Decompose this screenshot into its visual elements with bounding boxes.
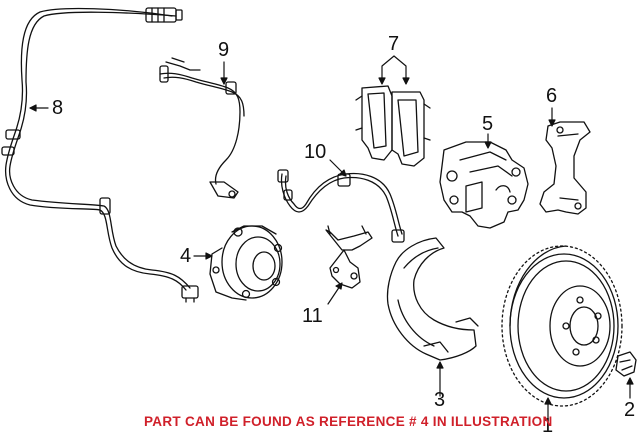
reference-note: PART CAN BE FOUND AS REFERENCE # 4 IN IL… [144,414,553,429]
wheel-hub [209,225,283,301]
callout-11: 11 [302,305,323,327]
sensor-wire-short [159,57,245,199]
hose-bracket [325,225,373,289]
callout-6: 6 [546,85,558,107]
brake-pads [355,85,431,167]
wheel-bolt [615,351,637,377]
callout-3: 3 [434,389,446,411]
callout-10: 10 [304,141,327,163]
callout-8: 8 [52,97,64,119]
callout-2: 2 [624,399,636,421]
speed-sensor-wire [1,7,199,303]
brake-hose [277,169,405,243]
callout-7: 7 [388,33,400,55]
dust-shield [386,237,479,361]
callout-5: 5 [482,113,494,135]
brake-rotor [501,245,623,407]
callout-4: 4 [180,245,192,267]
brake-caliper [439,141,529,229]
callout-9: 9 [218,39,230,61]
leader-lines [29,55,634,419]
callout-1: 1 [542,415,554,437]
caliper-carrier [539,121,591,215]
